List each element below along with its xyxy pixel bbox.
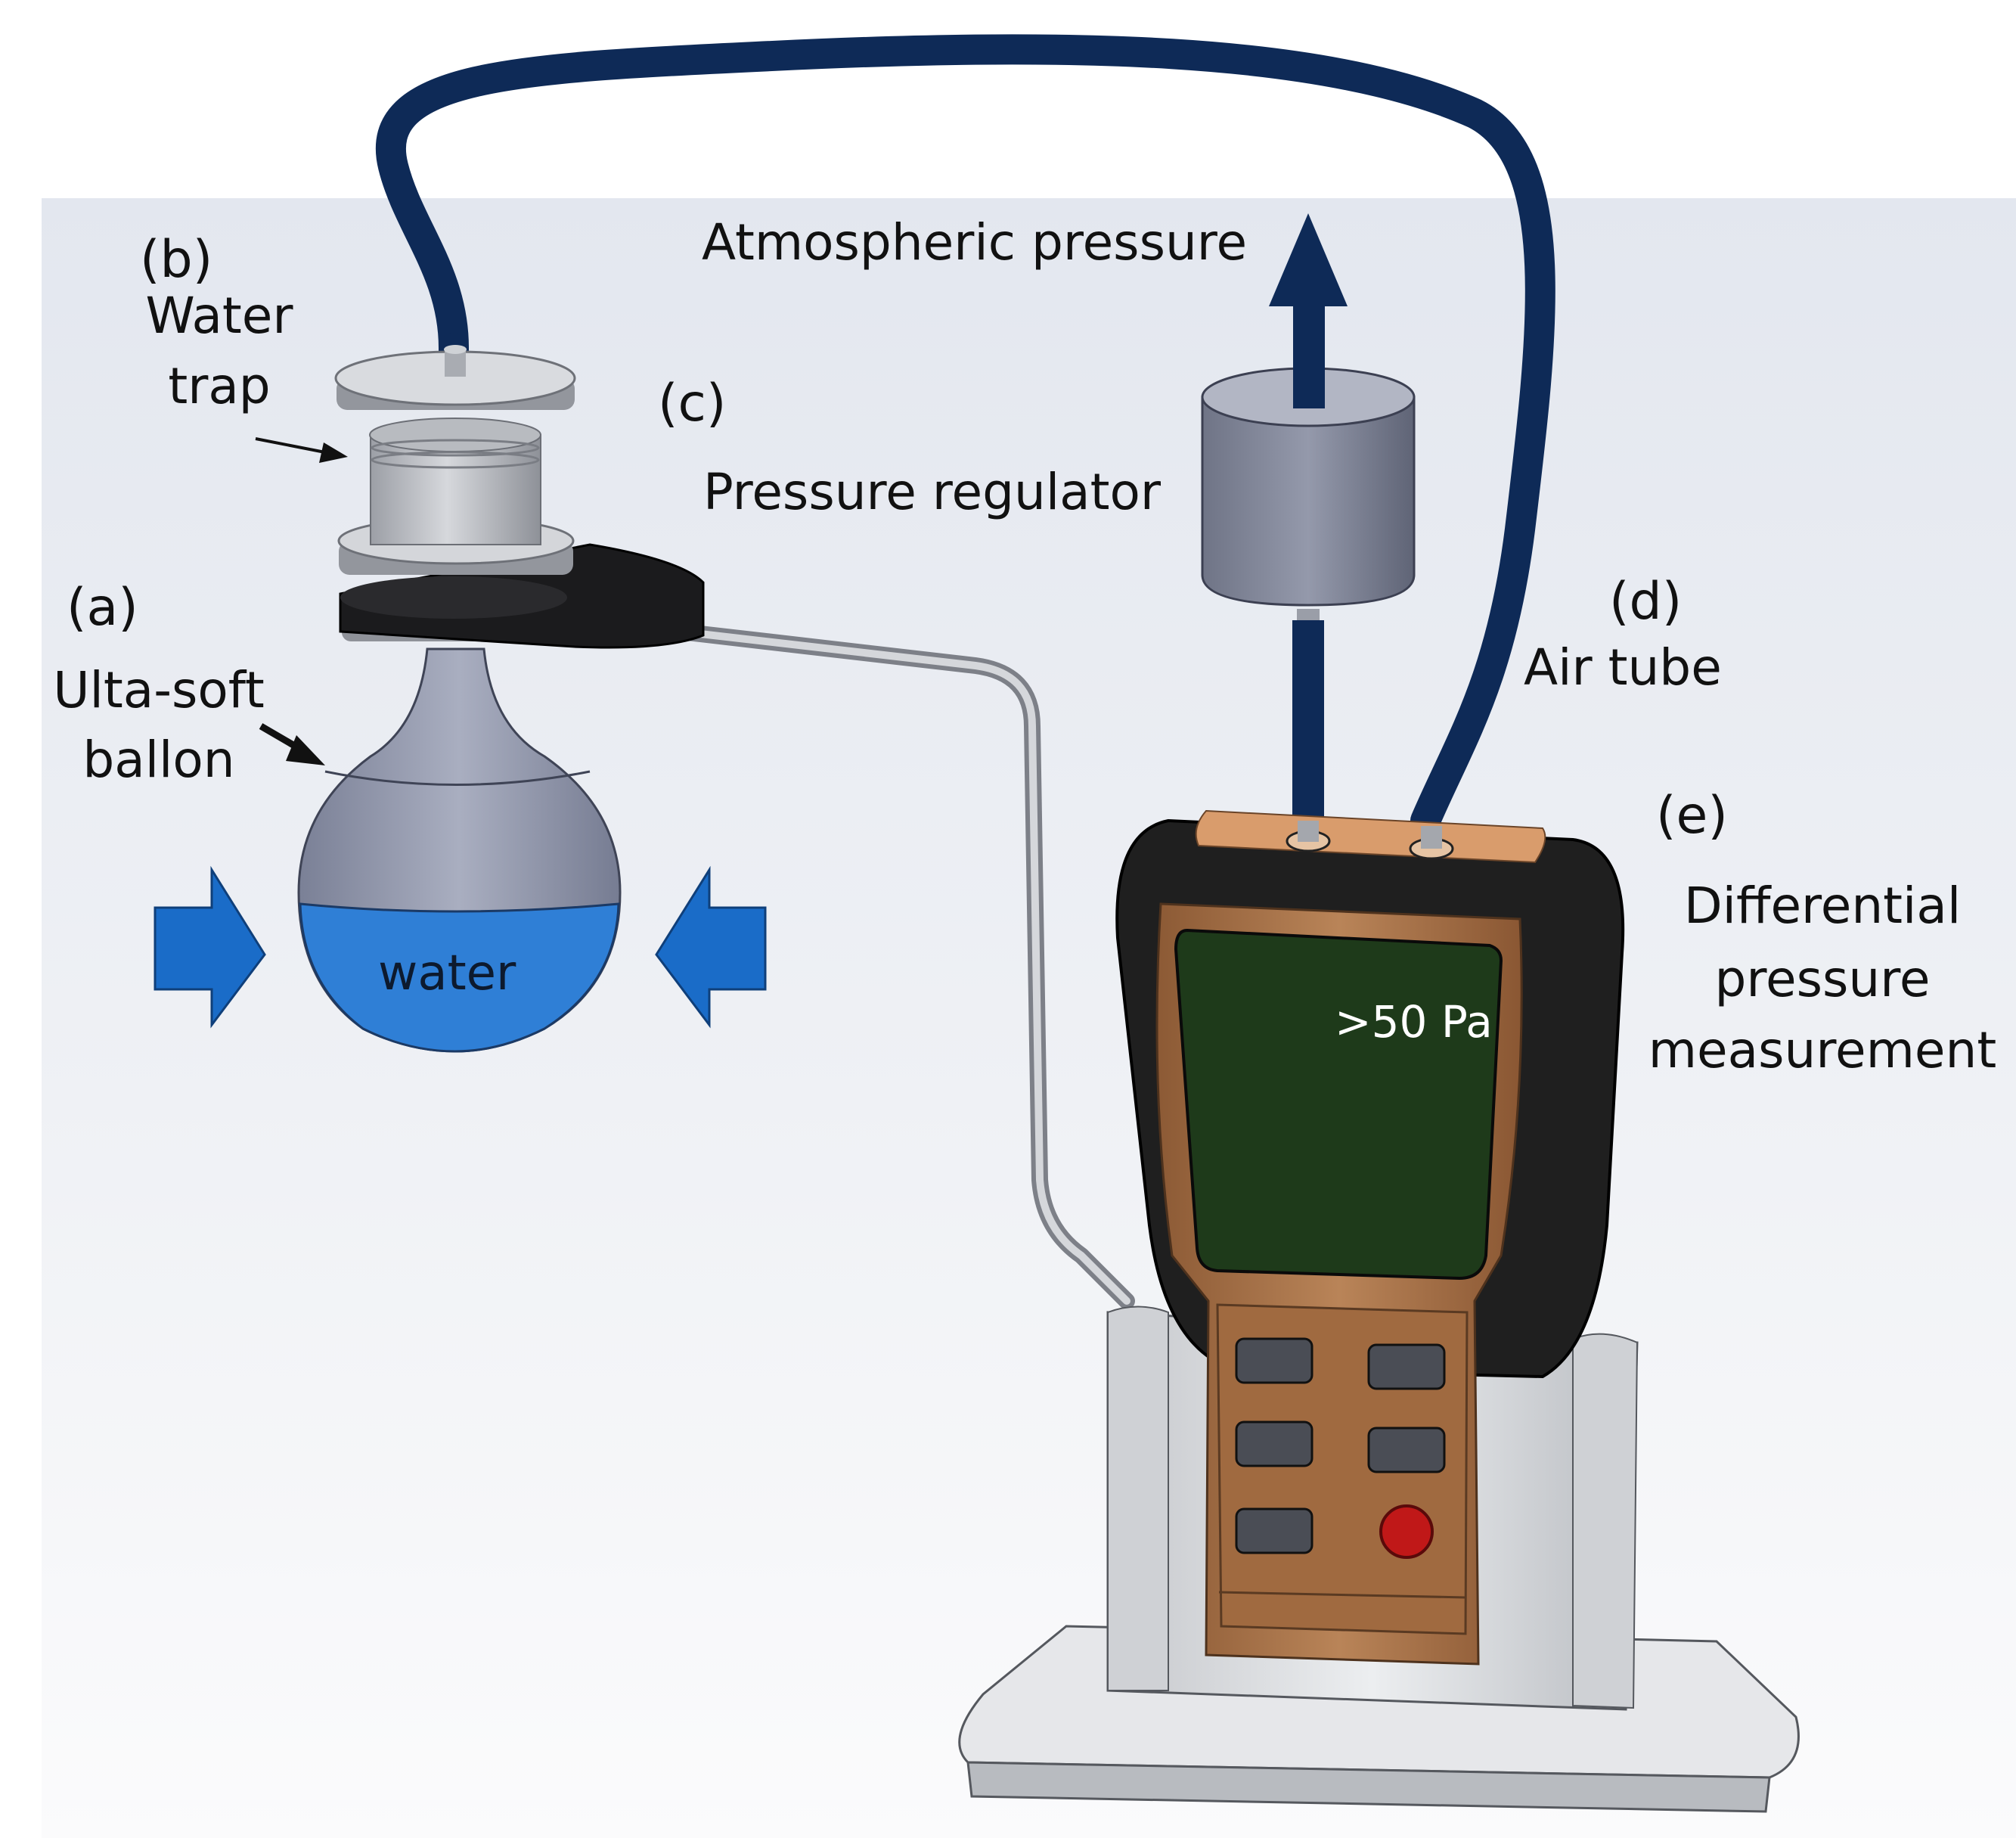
label-balloon-line2: ballon: [82, 731, 235, 789]
atmospheric-arrow-icon: [1269, 213, 1348, 408]
regulator-tube: [1292, 620, 1324, 817]
label-diff-line3: measurement: [1648, 1021, 1997, 1079]
label-trap-line1: Water: [145, 287, 293, 345]
key-button: [1367, 1343, 1446, 1390]
key-button: [1235, 1337, 1314, 1384]
power-button: [1379, 1504, 1434, 1559]
water-trap: [334, 345, 705, 649]
label-d: (d): [1609, 572, 1683, 632]
air-tube: [375, 34, 1555, 836]
balloon-pointer-icon: [259, 723, 325, 765]
label-diff-line2: pressure: [1714, 950, 1931, 1008]
label-c: (c): [658, 374, 727, 433]
label-atmospheric: Atmospheric pressure: [702, 213, 1248, 272]
label-regulator: Pressure regulator: [703, 463, 1161, 521]
label-air-tube: Air tube: [1524, 638, 1722, 697]
balloon: [297, 647, 622, 1053]
squeeze-arrow-right-icon: [655, 865, 767, 1029]
squeeze-arrow-left-icon: [154, 865, 266, 1029]
meter-screen: [1174, 928, 1503, 1281]
keypad: [1218, 1337, 1466, 1599]
water-fill: [299, 902, 620, 1053]
label-water: water: [378, 945, 516, 1001]
label-diff-line1: Differential: [1683, 877, 1962, 935]
label-b: (b): [140, 230, 213, 290]
screen-reading: >50 Pa: [1335, 996, 1493, 1048]
label-balloon-line1: Ulta-soft: [53, 661, 265, 719]
label-trap-line2: trap: [168, 357, 271, 415]
key-button: [1367, 1427, 1446, 1473]
key-button: [1235, 1507, 1314, 1554]
label-a: (a): [67, 578, 138, 638]
key-button: [1235, 1420, 1314, 1467]
label-e: (e): [1656, 786, 1728, 846]
water-trap-pointer-icon: [255, 437, 348, 463]
